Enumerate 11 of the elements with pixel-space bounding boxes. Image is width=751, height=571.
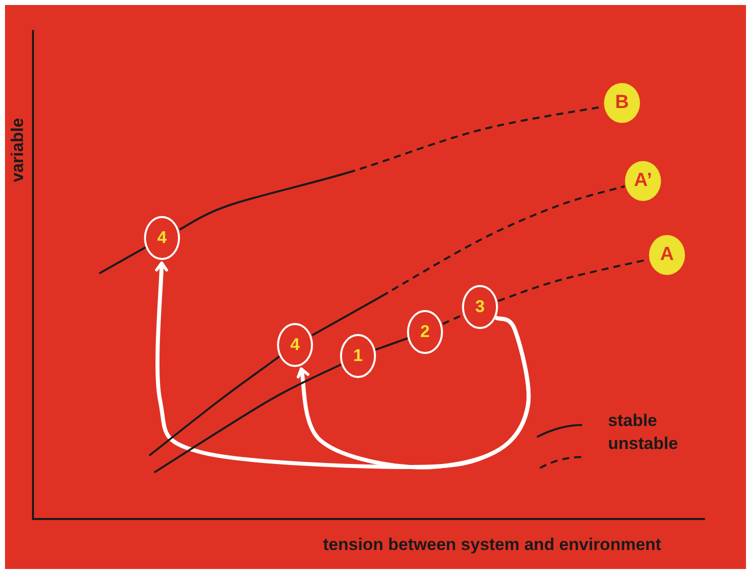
axis-label: variable [8, 118, 28, 182]
legend-label: unstable [608, 434, 678, 454]
legend-label: stable [608, 411, 658, 431]
curve-line [375, 338, 408, 350]
arrow [155, 262, 531, 469]
curve-line [312, 185, 625, 336]
curve-line [442, 314, 463, 325]
curve-line [99, 246, 146, 274]
curve-line [149, 356, 280, 456]
axis-label: tension between system and environment [323, 535, 662, 555]
curve-line [154, 364, 342, 473]
